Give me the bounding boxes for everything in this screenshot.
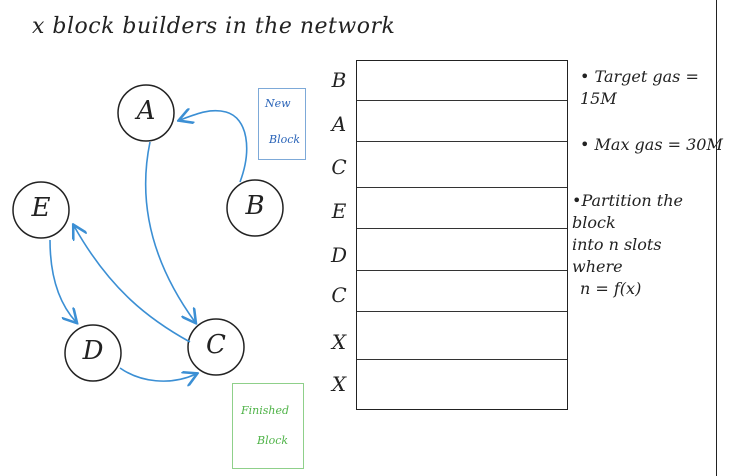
node-a-label: A [136,96,156,126]
slot-label: A [331,112,347,136]
arrow-c-to-e [74,226,191,343]
node-d-label: D [82,336,104,366]
note-max-gas: • Max gas = 30M [580,135,723,154]
node-b-circle [226,179,284,237]
page-edge-rule [716,0,717,476]
slot-divider [357,100,567,101]
slot-label: C [331,283,347,307]
new-block-label-line2: Block [269,133,301,146]
arrow-a-to-c [144,141,195,322]
node-e-label: E [31,193,51,223]
slot-label: E [331,199,347,223]
node-a-circle [117,84,175,142]
note-partition: •Partition the block into n slots where … [572,190,712,300]
slot-label: X [331,330,347,354]
note-partition-line3: n = f(x) [580,279,642,298]
node-b-label: B [245,191,265,221]
slot-label: X [331,372,347,396]
note-target-gas: • Target gas = 15M [580,67,699,108]
finished-block-box: Finished Block [232,383,304,469]
slot-divider [357,270,567,271]
slot-divider [357,228,567,229]
arrow-b-to-a [180,111,248,183]
new-block-label-line1: New [265,97,291,110]
slot-divider [357,141,567,142]
slot-divider [357,187,567,188]
finished-block-label-line1: Finished [241,404,290,417]
arrow-d-to-c [119,367,196,381]
finished-block-label-line2: Block [257,434,289,447]
arrow-e-to-d [49,239,76,322]
node-c-label: C [206,330,226,360]
slot-label: D [330,243,348,267]
new-block-box: New Block [258,88,306,160]
slot-divider [357,311,567,312]
slot-label: C [331,155,347,179]
diagram-title: x block builders in the network [32,14,396,39]
slot-label: B [331,68,347,92]
block-slot-table [356,60,568,410]
node-c-circle [187,318,245,376]
node-d-circle [64,324,122,382]
slot-divider [357,359,567,360]
note-partition-line2: into n slots where [572,235,662,276]
note-partition-line1: •Partition the block [572,191,683,232]
node-e-circle [12,181,70,239]
